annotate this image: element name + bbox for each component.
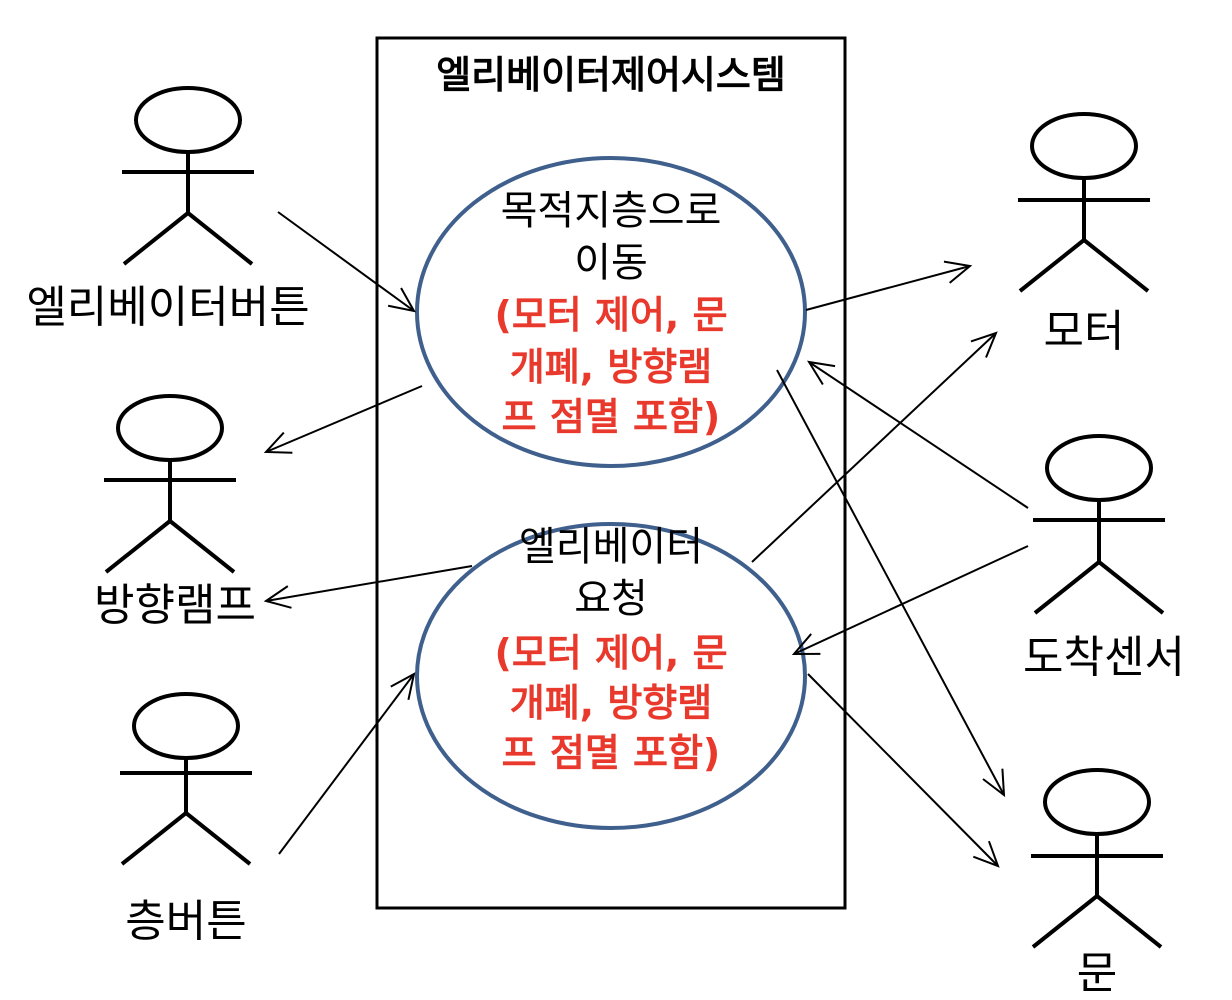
system-title: 엘리베이터제어시스템: [436, 53, 786, 97]
actor-head: [116, 394, 224, 462]
association-arrow: [805, 260, 973, 311]
actor-label: 문: [1077, 948, 1117, 999]
use-case-ellipse: [415, 522, 807, 830]
use-case-note-line: 개폐, 방향램: [510, 345, 712, 389]
actor-elevator-button: [122, 86, 254, 266]
association-arrow: [791, 545, 1029, 656]
use-case-name-line: 목적지층으로: [501, 188, 722, 234]
actor-head: [1043, 768, 1151, 836]
actor-head: [132, 692, 240, 760]
use-case-name-line: 엘리베이터: [519, 524, 703, 570]
actor-label: 층버튼: [125, 896, 246, 947]
association-arrow: [278, 672, 416, 855]
actor-arrival-sensor: [1033, 434, 1165, 615]
use-case-ellipse: [415, 156, 807, 468]
use-case-name-line: 이동: [574, 240, 648, 286]
association-arrow: [807, 360, 1029, 509]
use-case-note-line: (모터 제어, 문: [494, 293, 727, 337]
actor-motor: [1018, 112, 1150, 293]
association-arrow: [263, 385, 423, 454]
association-arrow: [776, 369, 1006, 798]
association-arrow: [263, 565, 473, 609]
use-case-note-line: 프 점멸 포함): [502, 731, 721, 775]
use-case-note-line: 개폐, 방향램: [510, 681, 712, 725]
actor-label: 방향램프: [94, 580, 256, 631]
actor-label: 도착센서: [1023, 632, 1185, 683]
use-case-request-elevator: 엘리베이터 요청 (모터 제어, 문 개폐, 방향램 프 점멸 포함): [415, 522, 807, 830]
actor-label: 모터: [1044, 306, 1125, 357]
use-case-move-to-floor: 목적지층으로 이동 (모터 제어, 문 개폐, 방향램 프 점멸 포함): [415, 156, 807, 468]
actor-floor-button: [120, 692, 252, 866]
system-boundary: [375, 36, 847, 910]
association-arrow: [751, 331, 998, 563]
actor-head: [134, 86, 242, 154]
use-case-note-line: 프 점멸 포함): [502, 395, 721, 439]
association-arrow: [807, 673, 1000, 868]
actor-direction-lamp: [104, 394, 236, 574]
use-case-note-line: (모터 제어, 문: [494, 631, 727, 675]
actor-label: 엘리베이터버튼: [26, 282, 309, 333]
association-arrow: [277, 211, 416, 313]
actor-door: [1031, 768, 1163, 949]
use-case-name-line: 요청: [574, 576, 648, 622]
actor-head: [1045, 434, 1153, 502]
actor-head: [1030, 112, 1138, 180]
